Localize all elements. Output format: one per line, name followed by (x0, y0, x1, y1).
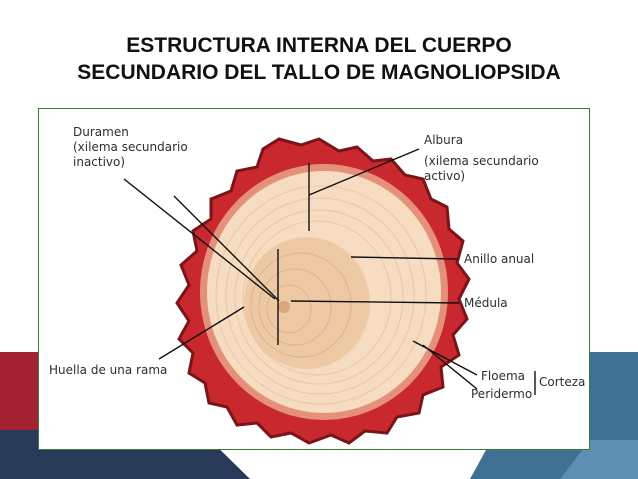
ring (258, 268, 332, 346)
label-floema: Floema (481, 369, 526, 383)
leader-anillo (350, 256, 458, 260)
label-duramen-line-3: inactivo) (73, 155, 126, 169)
label-duramen-line-2: (xilema secundario (73, 140, 188, 154)
label-duramen-line-1: Duramen (73, 125, 129, 139)
ring (215, 185, 427, 405)
leader-lines (123, 148, 536, 395)
heartwood-rings (250, 252, 352, 358)
label-albura: Albura (xilema secundario activo) (424, 133, 539, 184)
leader-floema (412, 340, 478, 376)
leader-medula (290, 300, 460, 304)
title-line-2: SECUNDARIO DEL TALLO DE MAGNOLIOPSIDA (77, 61, 561, 84)
ring (250, 252, 352, 358)
leader-duramen-a (123, 178, 276, 300)
leader-albura (308, 148, 420, 196)
annual-rings (215, 185, 427, 405)
ring (225, 197, 415, 395)
label-albura-line-3: activo) (424, 169, 466, 183)
label-albura-line-2: (xilema secundario (424, 154, 539, 168)
label-corteza: Corteza (539, 375, 586, 389)
deco-blue-light (560, 440, 638, 479)
pith (278, 301, 290, 313)
leader-huella (158, 306, 245, 360)
label-huella-rama: Huella de una rama (49, 363, 168, 377)
label-medula: Médula (464, 296, 508, 310)
stem-cross-section (123, 137, 536, 445)
label-peridermo: Peridermo (471, 387, 533, 401)
ring (242, 220, 392, 376)
leader-peridermo (422, 344, 478, 390)
ring (234, 209, 404, 385)
stem-diagram-frame: Duramen (xilema secundario inactivo) Alb… (38, 108, 590, 450)
leader-duramen-b (173, 195, 280, 302)
label-duramen: Duramen (xilema secundario inactivo) (73, 125, 188, 170)
ring (266, 284, 312, 334)
title-line-1: ESTRUCTURA INTERNA DEL CUERPO (126, 34, 512, 57)
slide-title: ESTRUCTURA INTERNA DEL CUERPO SECUNDARIO… (0, 32, 638, 86)
label-anillo-anual: Anillo anual (464, 252, 535, 266)
label-albura-line-1: Albura (424, 133, 464, 147)
